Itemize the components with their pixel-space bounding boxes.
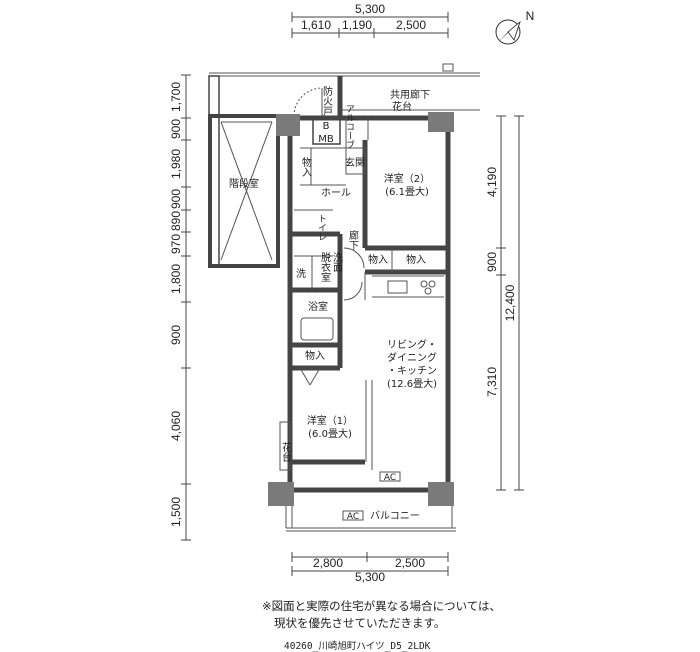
dim-left-7: 1,800: [169, 264, 183, 294]
dim-right-1: 4,190: [485, 167, 499, 197]
dim-right-2: 900: [485, 252, 499, 272]
dim-left-5: 890: [169, 211, 183, 231]
fire-door-icon: [293, 87, 323, 117]
label-entrance: 玄関: [345, 156, 365, 169]
stairwell-block: [208, 75, 280, 268]
top-dimension-lines: [291, 12, 449, 38]
bottom-dimension-lines: [291, 552, 449, 576]
label-bedroom1-size: (6.0畳大): [308, 427, 352, 440]
left-dimension-lines: [181, 74, 191, 541]
right-dimension-lines: [496, 115, 524, 491]
structural-columns: [268, 112, 454, 506]
label-ldk-line2: ダイニング: [387, 351, 437, 364]
label-ac-unit-2: AC: [384, 473, 396, 483]
dim-bottom-total: 5,300: [355, 570, 385, 584]
dim-left-2: 900: [169, 119, 183, 139]
notice-line-2: 現状を優先させていただきます。: [274, 616, 446, 630]
notice-line-1: ※図面と実際の住宅が異なる場合については、: [262, 599, 502, 613]
label-stairwell: 階段室: [229, 177, 259, 190]
dim-top-seg-1: 1,610: [301, 18, 331, 32]
dim-left-1: 1,700: [169, 82, 183, 112]
dim-right-3: 7,310: [485, 367, 499, 397]
notice-text: ※図面と実際の住宅が異なる場合については、 現状を優先させていただきます。: [262, 598, 501, 632]
dim-left-4: 900: [169, 189, 183, 209]
label-storage-2: 物入: [368, 253, 388, 266]
plan-caption: 40260_川崎旭町ハイツ_D5_2LDK: [284, 641, 431, 652]
dim-left-3: 1,980: [169, 149, 183, 179]
dim-right-total: 12,400: [503, 284, 517, 321]
common-corridor-lines: [209, 63, 480, 111]
label-ac-unit: AC: [347, 512, 359, 522]
label-common-corridor: 共用廊下: [390, 88, 430, 101]
compass-label: N: [526, 9, 535, 23]
label-fire-door: 防火戸: [321, 85, 333, 117]
label-alcove: アルコーブ: [344, 104, 355, 149]
label-ldk-line1: リビング・: [387, 338, 437, 351]
dim-top-seg-2: 1,190: [342, 18, 372, 32]
label-planter-side: 花台: [280, 441, 292, 463]
label-toilet: トイレ: [316, 214, 327, 241]
dim-top-seg-3: 2,500: [396, 18, 426, 32]
dim-bottom-seg-1: 2,800: [313, 556, 343, 570]
label-ldk-line3: ・キッチン: [387, 365, 437, 377]
label-planter-top: 花台: [392, 100, 412, 113]
interior-details: [279, 117, 444, 471]
label-hall: ホール: [321, 187, 351, 199]
label-mb: MB: [318, 134, 334, 145]
label-bathroom: 浴室: [308, 300, 328, 313]
dim-left-8: 900: [169, 325, 183, 345]
label-b: B: [323, 121, 330, 132]
compass-icon: [495, 19, 521, 45]
apartment-walls: [278, 76, 451, 493]
label-storage-4: 物入: [305, 349, 325, 362]
label-dressing: 脱衣室: [319, 251, 331, 282]
label-washroom: 洗面: [331, 252, 343, 273]
label-ldk-size: (12.6畳大): [387, 377, 437, 390]
label-corridor: 廊下: [347, 229, 359, 251]
balcony-outline: [285, 471, 456, 532]
dim-bottom-seg-2: 2,500: [395, 556, 425, 570]
dim-top-total: 5,300: [355, 2, 385, 16]
dim-left-9: 4,060: [169, 411, 183, 441]
label-bedroom1-name: 洋室（1）: [307, 414, 353, 427]
dim-left-6: 970: [169, 234, 183, 254]
label-bedroom2-size: (6.1畳大): [385, 185, 429, 198]
label-balcony: バルコニー: [370, 510, 420, 522]
label-storage-1: 物入: [300, 156, 312, 177]
label-bedroom2-name: 洋室（2）: [384, 172, 430, 185]
label-storage-3: 物入: [406, 253, 426, 266]
label-washer: 洗: [296, 268, 306, 280]
dim-left-10: 1,500: [169, 497, 183, 527]
